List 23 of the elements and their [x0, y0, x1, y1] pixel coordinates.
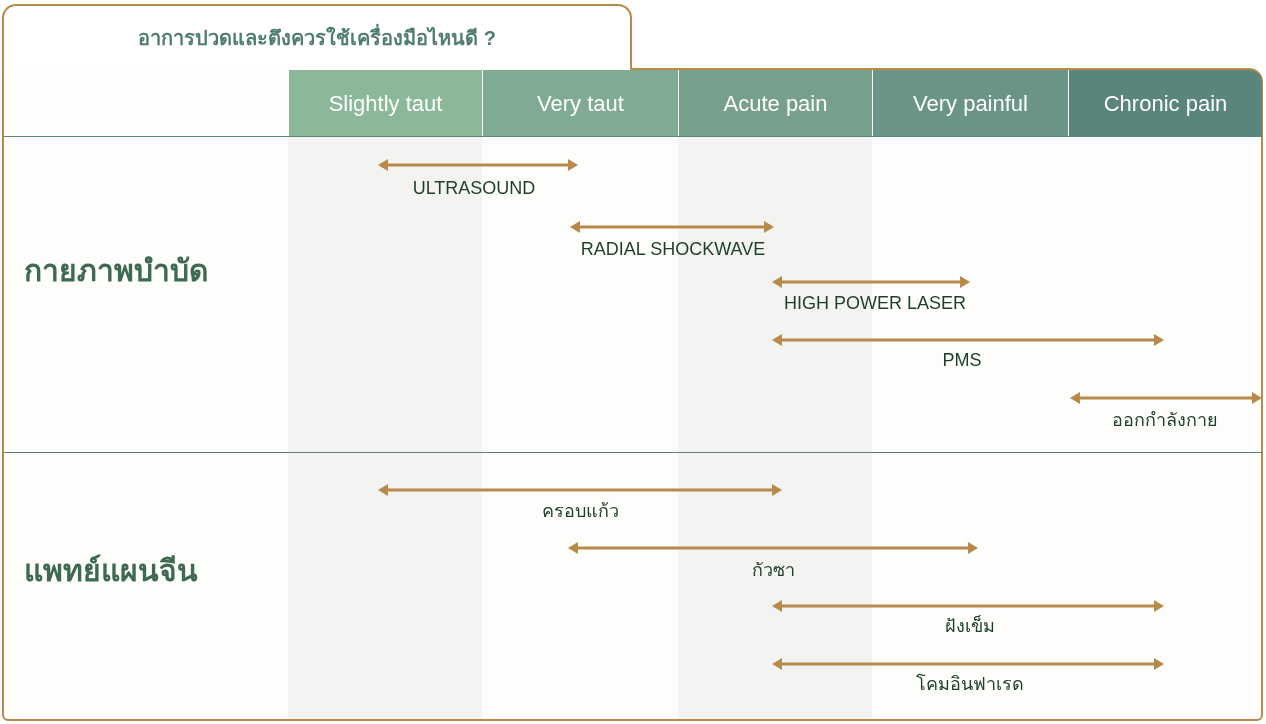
title-tab [2, 4, 632, 70]
treatment-label: ULTRASOUND [412, 176, 536, 200]
row-heading: แพทย์แผนจีน [24, 548, 274, 592]
treatment-label: RADIAL SHOCKWAVE [580, 237, 766, 261]
title-text: อาการปวดและตึงควรใช้เครื่องมือไหนดี ? [138, 23, 496, 53]
treatment-label: PMS [942, 348, 982, 372]
treatment-label: ออกกำลังกาย [1112, 408, 1218, 432]
header-text: Very painful [913, 89, 1028, 118]
row-heading: กายภาพบำบัด [24, 248, 274, 292]
column-header [288, 70, 482, 136]
column-header [482, 70, 678, 136]
header-text: Acute pain [723, 89, 828, 118]
header-text: Very taut [537, 89, 624, 118]
header-text: Chronic pain [1103, 89, 1228, 118]
column-header [872, 70, 1068, 136]
treatment-label: โคมอินฟาเรด [916, 672, 1024, 696]
treatment-label: กัวซา [751, 558, 795, 582]
header-text: Slightly taut [328, 89, 443, 118]
treatment-label: HIGH POWER LASER [784, 291, 966, 315]
treatment-label: ครอบแก้ว [541, 499, 619, 523]
column-header [678, 70, 872, 136]
column-header [1068, 70, 1262, 136]
treatment-label: ฝังเข็ม [945, 614, 995, 638]
